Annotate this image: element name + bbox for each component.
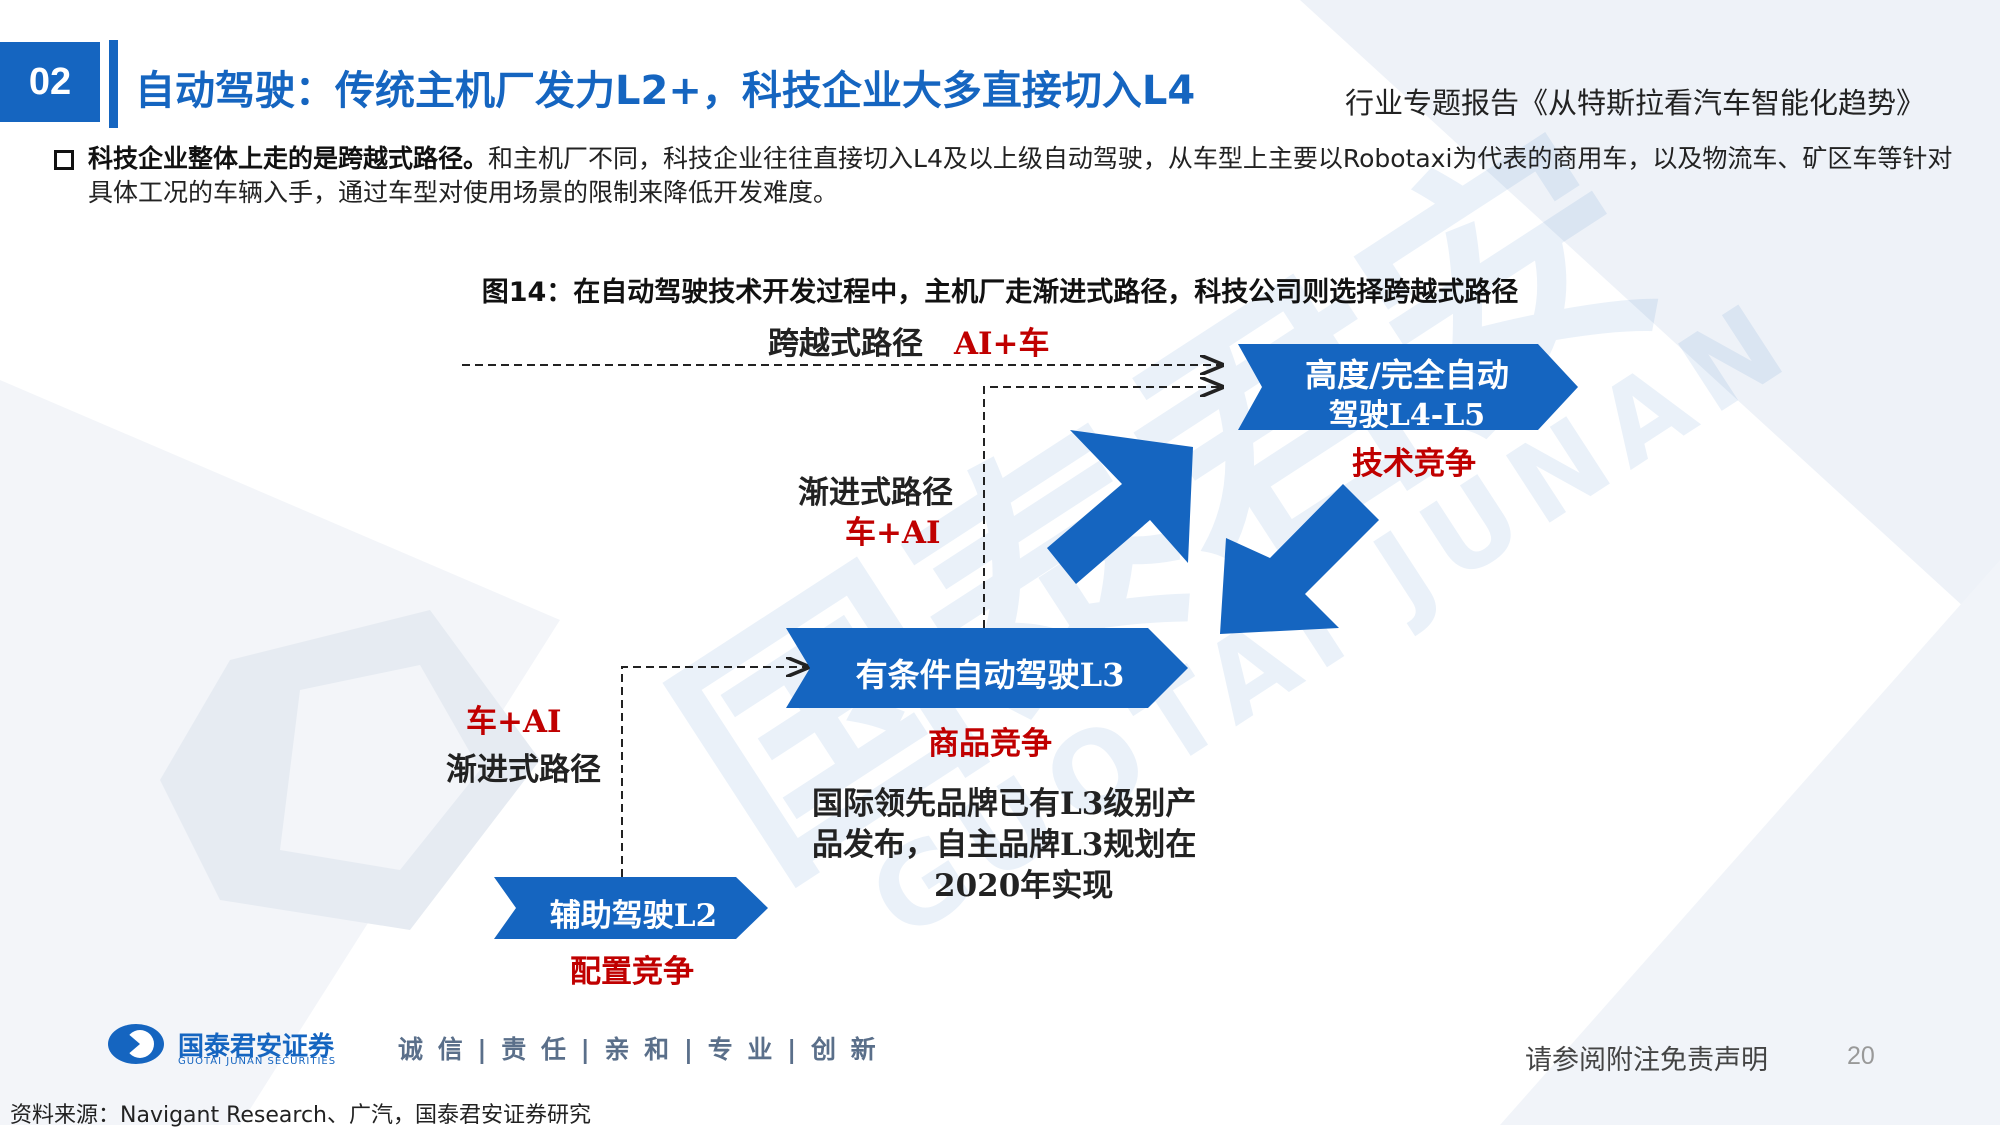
bullet-lead: 科技企业整体上走的是跨越式路径。 bbox=[88, 144, 489, 173]
source-note: 资料来源：Navigant Research、广汽，国泰君安证券研究 bbox=[10, 1103, 591, 1128]
l45-box bbox=[1238, 344, 1578, 430]
l3-note-line1: 国际领先品牌已有L3级别产 bbox=[812, 786, 1197, 822]
footer-logo-text: 国泰君安证券 bbox=[178, 1032, 335, 1062]
footer-logo-sub: GUOTAI JUNAN SECURITIES bbox=[178, 1056, 337, 1067]
bullet-paragraph: 科技企业整体上走的是跨越式路径。和主机厂不同，科技企业往往直接切入L4及以上级自… bbox=[88, 142, 1968, 210]
l45-competition: 技术竞争 bbox=[1352, 446, 1476, 482]
l3-note-line3: 2020年实现 bbox=[934, 868, 1114, 904]
up-right-arrow bbox=[1047, 430, 1193, 584]
l3-box bbox=[786, 628, 1188, 708]
gradual-path-upper-label: 渐进式路径 bbox=[798, 475, 953, 511]
l2-box bbox=[494, 877, 768, 939]
gradual-path-lower-arrow bbox=[621, 667, 808, 877]
gradual-path-upper-arrow bbox=[983, 387, 1222, 628]
l2-competition: 配置竞争 bbox=[570, 954, 694, 990]
leap-path-label: 跨越式路径 bbox=[768, 326, 923, 362]
page-number: 20 bbox=[1847, 1042, 1875, 1070]
l3-box-label: 有条件自动驾驶L3 bbox=[855, 656, 1125, 694]
leap-path-sub: AI+车 bbox=[954, 326, 1050, 362]
l3-competition: 商品竞争 bbox=[928, 726, 1052, 762]
gradual-path-lower-label: 渐进式路径 bbox=[446, 752, 601, 788]
gradual-path-upper-sub: 车+AI bbox=[845, 515, 941, 551]
logo-icon bbox=[108, 1024, 164, 1064]
section-number-badge: 02 bbox=[0, 42, 100, 122]
footer-slogan: 诚 信 | 责 任 | 亲 和 | 专 业 | 创 新 bbox=[398, 1035, 879, 1064]
report-title: 行业专题报告《从特斯拉看汽车智能化趋势》 bbox=[1345, 86, 1926, 120]
bullet-body: 和主机厂不同，科技企业往往直接切入L4及以上级自动驾驶，从车型上主要以Robot… bbox=[88, 144, 1953, 207]
down-left-arrow bbox=[1220, 484, 1379, 634]
l45-box-line1: 高度/完全自动 bbox=[1305, 356, 1509, 394]
page-title: 自动驾驶：传统主机厂发力L2+，科技企业大多直接切入L4 bbox=[135, 68, 1196, 114]
l45-box-line2: 驾驶L4-L5 bbox=[1328, 398, 1486, 433]
l3-note-line2: 品发布，自主品牌L3规划在 bbox=[812, 827, 1197, 863]
l2-box-label: 辅助驾驶L2 bbox=[549, 898, 718, 934]
figure-title: 图14：在自动驾驶技术开发过程中，主机厂走渐进式路径，科技公司则选择跨越式路径 bbox=[481, 277, 1519, 308]
gradual-path-lower-sub: 车+AI bbox=[466, 704, 562, 740]
title-accent-bar bbox=[109, 40, 118, 128]
section-number: 02 bbox=[28, 60, 72, 103]
bullet-square-icon bbox=[54, 150, 74, 170]
disclaimer-link[interactable]: 请参阅附注免责声明 bbox=[1525, 1045, 1768, 1076]
